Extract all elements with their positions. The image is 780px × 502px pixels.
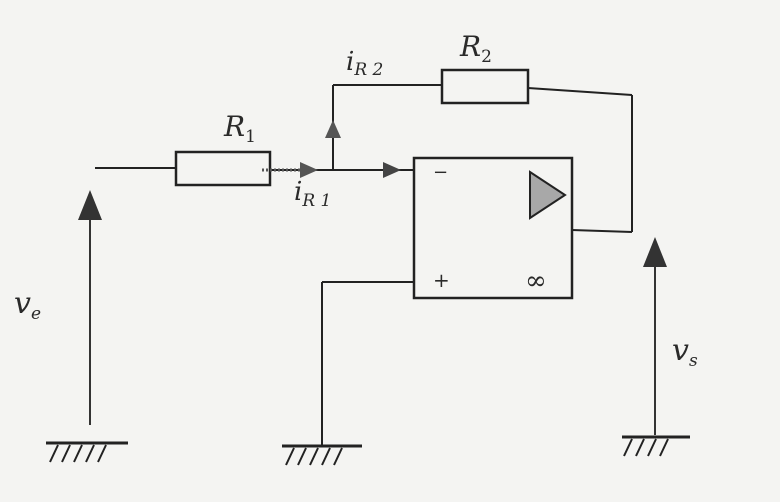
- voltage-arrow-vs: [643, 237, 667, 435]
- current-arrow-ir1: [262, 162, 318, 178]
- r2-label: R2: [459, 30, 492, 67]
- gain-infinity-symbol: ∞: [525, 266, 547, 296]
- minus-input-arrow-icon: [383, 162, 401, 178]
- r2-to-right-wire: [527, 87, 633, 96]
- r1-label: R1: [223, 110, 256, 147]
- op-amp-triangle-icon: [529, 170, 567, 220]
- wires: [95, 84, 633, 446]
- plus-sign: +: [433, 268, 450, 292]
- ir2-label: iR 2: [346, 47, 383, 80]
- ground-left-icon: [46, 441, 128, 463]
- voltage-arrow-ve: [78, 190, 102, 425]
- current-arrow-ir2-icon: [325, 120, 341, 138]
- minus-sign: −: [433, 162, 448, 183]
- ground-right-icon: [622, 435, 690, 457]
- resistor-r1: [174, 150, 272, 187]
- vs-label: vs: [672, 333, 698, 371]
- ve-label: ve: [14, 286, 41, 324]
- resistor-r2: [440, 68, 530, 105]
- ir1-label: iR 1: [294, 177, 331, 211]
- ground-middle-icon: [282, 444, 362, 466]
- output-wire: [571, 229, 633, 233]
